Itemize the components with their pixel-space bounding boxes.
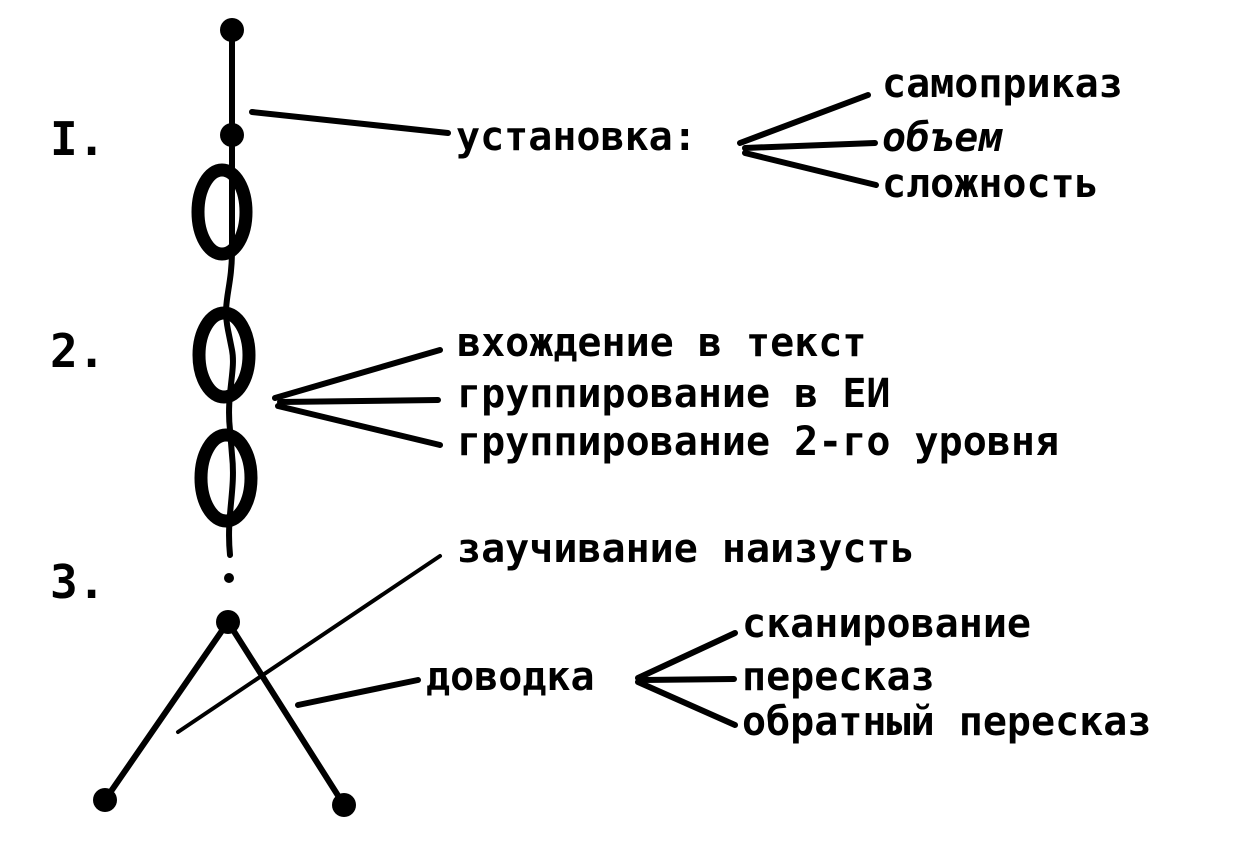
finishing-label: доводка [426,654,595,700]
connector-setup-item-1 [737,92,871,146]
connector-setup-item-3 [742,150,879,188]
setup-item-1: самоприказ [882,61,1123,107]
grouping-item-2: группирование в ЕИ [457,371,890,417]
fork-left [102,619,231,803]
chain-strand [223,132,236,558]
node-right-end [332,793,356,817]
grouping-item-1: вхождение в текст [457,320,866,366]
setup-item-2: объем [882,115,1003,161]
stage-2-label: 2. [50,324,105,378]
connector-grouping-2 [277,397,441,405]
connector-memorize [176,554,442,734]
connector-grouping-3 [275,403,443,448]
stage-1-label: I. [50,112,105,166]
setup-branch: установка: самоприказ объем сложность [249,61,1123,207]
loop-3 [194,428,258,528]
memorize-branch: заучивание наизусть [176,526,915,734]
axis-top [220,18,244,147]
loop-1 [191,163,253,261]
finishing-item-2: пересказ [742,654,935,700]
connector-finishing-item-1 [635,630,738,681]
grouping-branch: вхождение в текст группирование в ЕИ гру… [272,320,1059,465]
finishing-branch: доводка сканирование пересказ обратный п… [295,601,1151,745]
connector-setup [249,109,451,136]
loop-2 [192,306,256,404]
node-left-end [93,788,117,812]
small-dot [224,573,234,583]
node-top [220,18,244,42]
connector-grouping-1 [272,347,443,401]
connector-finishing-item-2 [639,676,737,683]
connector-setup-item-2 [742,140,878,151]
fork-right [225,619,347,808]
setup-item-3: сложность [882,161,1099,207]
node-fork [216,610,240,634]
loop-chain [191,132,258,583]
memorize-label: заучивание наизусть [457,526,915,572]
finishing-item-1: сканирование [742,601,1031,647]
connector-finishing [295,677,421,708]
grouping-item-3: группирование 2-го уровня [457,419,1059,465]
finishing-item-3: обратный пересказ [742,699,1151,745]
stage-3-label: 3. [50,555,105,609]
setup-label: установка: [456,114,697,160]
bottom-fork [93,610,356,817]
connector-finishing-item-3 [635,679,738,728]
